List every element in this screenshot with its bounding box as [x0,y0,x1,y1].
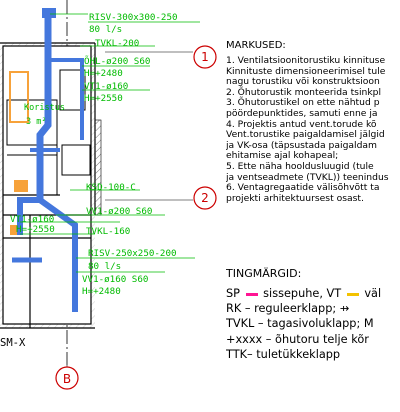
note-line: 6. Ventagregaatide välisõhvõtt ta [226,182,380,194]
legend-sp: SP [226,287,240,300]
label-risv-top: RISV-300x300-250 [89,12,178,23]
supply-color-swatch [245,292,258,296]
svg-text:2: 2 [201,191,209,205]
arrow-icon: ⇸ [339,302,350,316]
notes-block: MÄRKUSED: 1. Ventilatsioonitorustiku kin… [226,40,400,204]
note-line: nagu torustiku või konstruktsioon [226,76,380,88]
label-vt1-160b: VT1-ø160 [10,214,54,225]
legend-row-rk: RK – reguleerklapp; ⇸ [226,302,350,316]
notes-title: MÄRKUSED: [226,40,286,51]
note-line: ja VK-osa (täpsustada paigaldam [226,139,377,151]
ductwork [12,8,84,312]
label-vv1-200: VV1-ø200 S60 [86,206,152,217]
label-tvkl-160: TVKL-160 [86,226,130,237]
label-h-2550-b: H=+2550 [16,224,55,235]
label-tvkl-200: TVKL-200 [95,38,139,49]
label-h-2550-a: H=+2550 [84,93,123,104]
note-line: 4. Projektis antud vent.torude kõ [226,118,377,130]
note-line: projekti arhitektuursest osast. [226,192,364,204]
note-line: 1. Ventilatsioonitorustiku kinnituse [226,55,386,66]
label-flow-bottom: 80 l/s [88,261,121,272]
label-vv1-160: VV1-ø160 S60 [82,274,148,285]
room-koristus: Koristus [24,103,65,113]
note-line: 3. Õhutorustikel on ette nähtud p [226,97,380,109]
note-line: ehitamise ajal kohapeal; [226,150,339,162]
room-area: 3 m² [26,117,46,127]
shaft-equipment [9,71,29,235]
label-risv-bottom: RISV-250x250-200 [88,248,177,259]
note-line: ja ventseadmete (TVKL)) teenindus [226,171,389,183]
legend-title: TINGMÄRGID: [226,267,302,280]
note-line: pöördepunktides, samuti enne ja [226,107,378,119]
label-h-2480-b: H=+2480 [82,286,121,297]
label-ohl-200: ÕHL-ø200 S60 [84,55,150,67]
note-line: 5. Ette näha hooldusluugid (tule [226,160,374,172]
legend-sp-text: sissepuhe, [263,287,323,300]
note-line: 2. Õhutorustik monteerida tsinkpl [226,86,382,98]
note-line: Vent.torustike paigaldamisel jälgid [226,129,385,141]
marker-1: 1 [193,45,217,69]
legend-row-ttk: TTK– tuletükkeklapp [226,347,341,361]
exhaust-color-swatch [346,292,359,296]
marker-2: 2 [193,186,217,210]
grid-marker-b: B [55,366,79,390]
legend-row-tvkl: TVKL – tagasivoluklapp; M [226,317,374,331]
label-flow-top: 80 l/s [89,24,122,35]
label-ksd-100: KSD-100-C [86,182,136,193]
legend-row-height: +xxxx – õhutoru telje kõr [226,332,369,346]
legend-vt-text: väl [364,287,382,300]
legend-block: TINGMÄRGID: SP sissepuhe, VT väl RK – re… [226,267,400,362]
label-h-2480-a: H=+2480 [84,68,123,79]
svg-text:1: 1 [201,50,209,64]
facade-hatch [94,119,102,216]
legend-vt: VT [326,287,342,300]
svg-text:B: B [63,372,71,386]
annotation-texts: RISV-300x300-250 80 l/s TVKL-200 ÕHL-ø20… [10,12,178,297]
label-vt1-160: VT1-ø160 [84,81,128,92]
annotation-leaders [20,13,200,273]
room-labels: Koristus 3 m² SM-X [0,103,65,349]
legend-row-supply: SP sissepuhe, VT väl [226,286,400,301]
note-line: Kinnituste dimensioneerimisel tule [226,65,386,77]
room-sm-x: SM-X [0,337,26,349]
